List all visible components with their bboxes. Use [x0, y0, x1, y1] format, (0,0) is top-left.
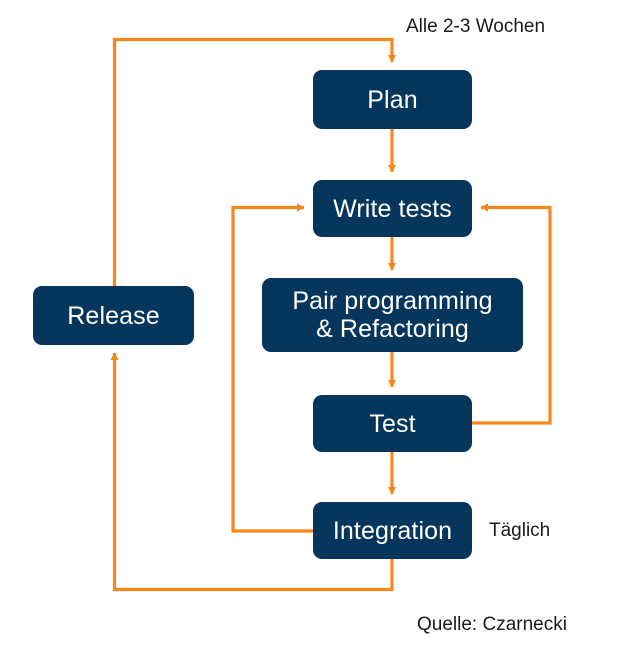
node-pair-programming-refactoring[interactable]: Pair programming & Refactoring	[262, 278, 523, 352]
node-write-tests-label: Write tests	[333, 194, 452, 223]
node-integration[interactable]: Integration	[313, 502, 472, 559]
node-integration-label: Integration	[332, 516, 453, 545]
edge-integration-to-release	[110, 352, 394, 592]
caption-iteration-cadence: Alle 2-3 Wochen	[406, 16, 546, 37]
caption-source-attribution: Quelle: Czarnecki	[417, 614, 567, 635]
caption-daily-cadence: Täglich	[489, 520, 551, 541]
edge-test-to-write-tests-loop	[472, 203, 552, 425]
node-release[interactable]: Release	[33, 286, 194, 345]
node-release-label: Release	[67, 301, 160, 330]
node-plan[interactable]: Plan	[313, 70, 472, 129]
node-write-tests[interactable]: Write tests	[313, 180, 472, 237]
edge-integration-to-write-tests-loop	[231, 203, 313, 533]
node-pair-programming-refactoring-label: Pair programming & Refactoring	[292, 287, 493, 343]
edge-release-to-plan	[112, 37, 397, 286]
node-plan-label: Plan	[367, 85, 418, 114]
node-test[interactable]: Test	[313, 395, 472, 452]
node-test-label: Test	[369, 409, 416, 438]
